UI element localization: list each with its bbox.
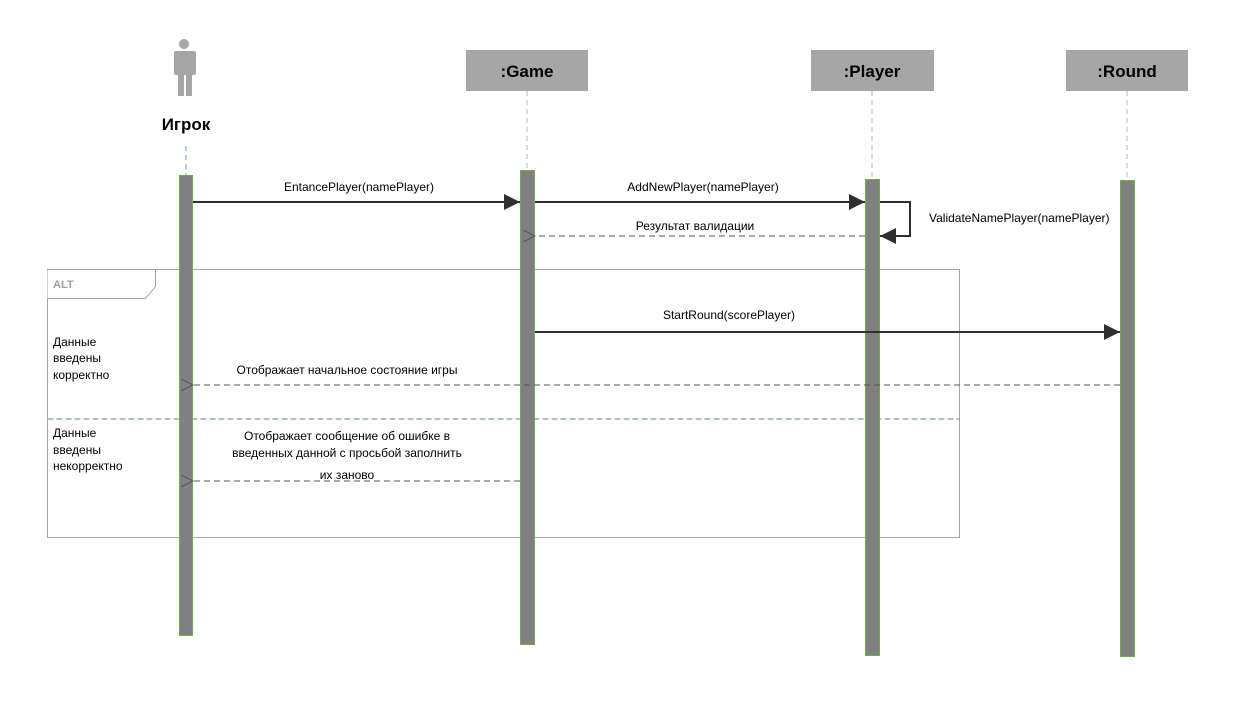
message-start-round-label: StartRound(scorePlayer) — [663, 308, 795, 322]
message-validate-name-arrow — [880, 201, 911, 244]
activation-actor — [179, 175, 193, 636]
alt-guard-correct-line-1: Данные — [53, 335, 97, 349]
message-error-label-line-1: Отображает сообщение об ошибке в — [244, 429, 450, 443]
message-entance-player-label: EntancePlayer(namePlayer) — [284, 180, 434, 194]
lifeline-label-game: :Game — [501, 62, 554, 81]
message-error-label-line-3: их заново — [320, 468, 375, 482]
alt-guard-incorrect-line-1: Данные — [53, 426, 97, 440]
alt-guard-correct-line-2: введены — [53, 351, 101, 365]
alt-fragment-tag — [47, 269, 156, 299]
message-add-new-player-label: AddNewPlayer(namePlayer) — [627, 180, 778, 194]
alt-guard-incorrect-line-2: введены — [53, 443, 101, 457]
alt-fragment-label: ALT — [53, 279, 74, 291]
alt-guard-incorrect-line-3: некорректно — [53, 459, 123, 473]
lifeline-label-player: :Player — [844, 62, 901, 81]
lifeline-header-player — [811, 50, 934, 91]
person-icon — [174, 39, 196, 96]
message-initial-state-label: Отображает начальное состояние игры — [237, 363, 458, 377]
activation-round — [1120, 180, 1135, 657]
lifeline-header-round — [1066, 50, 1188, 91]
alt-guard-correct-line-3: корректно — [53, 368, 110, 382]
lifeline-label-round: :Round — [1097, 62, 1156, 81]
actor-name: Игрок — [162, 115, 211, 134]
activation-game — [520, 170, 535, 645]
message-error-label-line-2: введенных данной с просьбой заполнить — [232, 446, 462, 460]
message-validation-result-label: Результат валидации — [636, 219, 754, 233]
alt-fragment — [47, 269, 960, 538]
message-validate-name-label: ValidateNamePlayer(namePlayer) — [929, 211, 1110, 225]
activation-player — [865, 179, 880, 656]
lifeline-header-game — [466, 50, 588, 91]
